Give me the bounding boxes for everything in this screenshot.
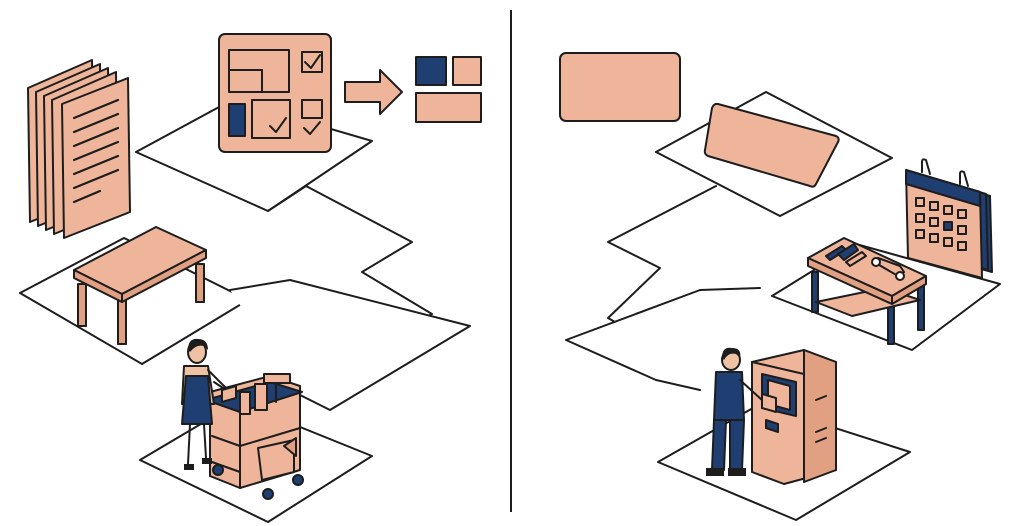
right-connector-path-2 — [565, 289, 701, 391]
workbench-tools-icon — [807, 237, 927, 345]
document-stack-icon — [27, 59, 131, 239]
card-icon — [703, 102, 840, 188]
floor-plan-checklist-icon — [218, 33, 332, 153]
calendar-icon — [905, 158, 993, 279]
arrow-right-icon — [344, 69, 403, 115]
technician-machine-icon — [706, 347, 837, 485]
table-icon — [73, 226, 207, 345]
arranged-blocks-icon — [415, 56, 482, 123]
blank-card-icon — [559, 52, 681, 122]
cleaning-cart-icon — [181, 338, 304, 500]
